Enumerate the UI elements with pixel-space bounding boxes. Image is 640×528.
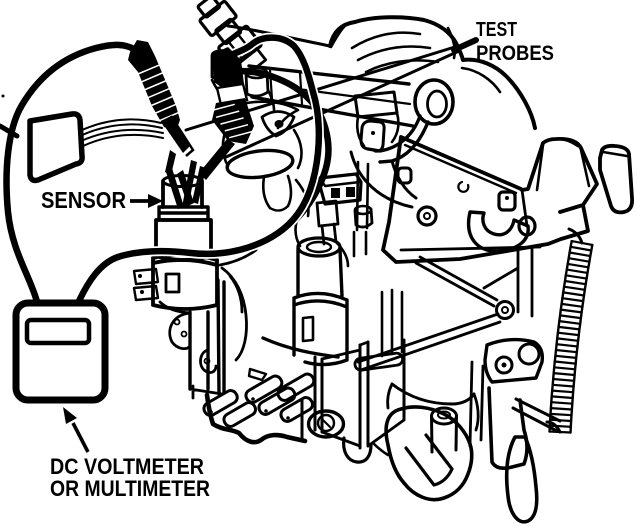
svg-text:DC VOLTMETER: DC VOLTMETER (50, 454, 204, 479)
svg-text:OR MULTIMETER: OR MULTIMETER (50, 476, 210, 501)
svg-text:SENSOR: SENSOR (41, 187, 126, 213)
svg-text:PROBES: PROBES (476, 42, 554, 65)
svg-text:TEST: TEST (476, 19, 517, 41)
